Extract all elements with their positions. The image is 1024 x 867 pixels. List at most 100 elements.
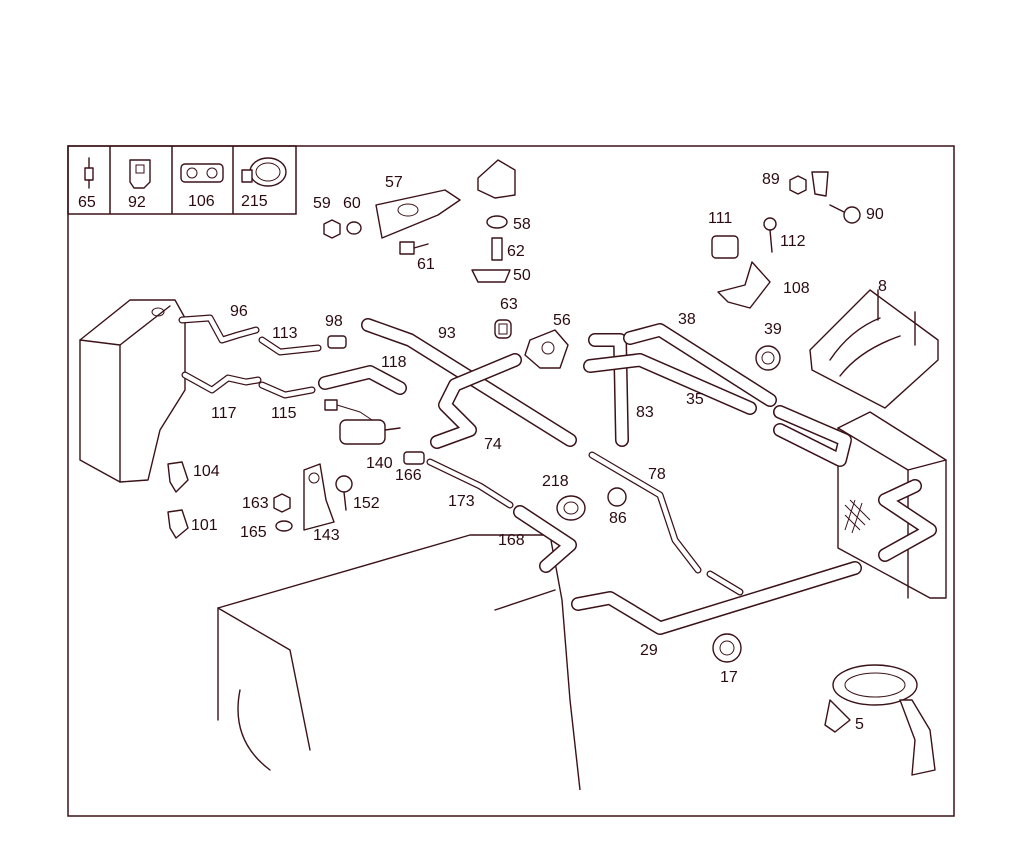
tube-96	[178, 314, 260, 344]
label-89: 89	[762, 171, 780, 188]
tube-78	[588, 451, 744, 596]
hose-168	[513, 505, 577, 573]
label-57: 57	[385, 174, 403, 191]
legend-box	[67, 145, 297, 215]
label-218: 218	[542, 473, 569, 490]
label-60: 60	[343, 195, 361, 212]
label-140: 140	[366, 455, 393, 472]
label-63: 63	[500, 296, 518, 313]
label-166: 166	[395, 467, 422, 484]
legend-part-92-icon	[129, 159, 151, 189]
label-168: 168	[498, 532, 525, 549]
label-56: 56	[553, 312, 571, 329]
fan-cowl	[809, 289, 939, 409]
legend-label-92: 92	[128, 194, 146, 211]
hose-83	[588, 333, 629, 447]
label-173: 173	[448, 493, 475, 510]
label-152: 152	[353, 495, 380, 512]
part-108-bracket	[717, 261, 771, 309]
part-61-bolt	[399, 241, 429, 255]
label-86: 86	[609, 510, 627, 527]
tube-173	[426, 458, 514, 509]
label-29: 29	[640, 642, 658, 659]
part-166-sleeve	[403, 451, 425, 465]
diagram-frame	[67, 145, 955, 817]
part-140-motor	[324, 399, 401, 445]
hose-93	[361, 318, 577, 447]
label-165: 165	[240, 524, 267, 541]
label-117: 117	[211, 405, 237, 422]
hose-118	[318, 365, 407, 395]
label-98: 98	[325, 313, 343, 330]
label-83: 83	[636, 404, 654, 421]
hose-29	[571, 561, 862, 635]
label-104: 104	[193, 463, 220, 480]
label-78: 78	[648, 466, 666, 483]
label-113: 113	[272, 325, 298, 342]
part-89-bracket	[811, 171, 829, 197]
part-143-bracket	[303, 463, 335, 531]
part-5-duct	[824, 664, 936, 776]
legend-label-106: 106	[188, 193, 215, 210]
part-86-grommet	[607, 487, 627, 507]
hose-74	[430, 353, 522, 449]
legend-part-65-icon	[84, 157, 94, 189]
part-labels: 5 8 17 29 35 38 39 50 56 57 58 59 60 61 …	[191, 171, 887, 733]
label-163: 163	[242, 495, 269, 512]
legend-label-65: 65	[78, 194, 96, 211]
part-17-grommet	[712, 633, 742, 663]
part-218-grommet	[556, 495, 586, 521]
part-50-clip	[471, 269, 511, 283]
part-39-grommet	[755, 345, 781, 371]
part-58-ring	[486, 215, 508, 229]
part-62-pin	[491, 237, 503, 261]
part-63-grommet	[494, 319, 512, 339]
label-35: 35	[686, 391, 704, 408]
label-115: 115	[271, 405, 297, 422]
part-59-nut	[323, 219, 341, 239]
label-108: 108	[783, 280, 810, 297]
part-163-nut	[273, 493, 291, 513]
label-39: 39	[764, 321, 782, 338]
label-5: 5	[855, 716, 864, 733]
part-152-bolt	[335, 475, 353, 511]
label-74: 74	[484, 436, 502, 453]
part-98-connector	[327, 335, 347, 349]
label-96: 96	[230, 303, 248, 320]
legend-part-106-icon	[180, 163, 224, 183]
label-61: 61	[417, 256, 435, 273]
legend-label-215: 215	[241, 193, 268, 210]
part-165-washer	[275, 520, 293, 532]
label-59: 59	[313, 195, 331, 212]
label-111: 111	[708, 210, 732, 227]
label-62: 62	[507, 243, 525, 260]
part-57-bracket	[375, 189, 461, 239]
label-93: 93	[438, 325, 456, 342]
label-50: 50	[513, 267, 531, 284]
left-housing	[79, 299, 186, 483]
label-90: 90	[866, 206, 884, 223]
part-valve-top	[477, 159, 516, 199]
legend-part-215-icon	[241, 157, 287, 187]
part-112-screw	[763, 217, 777, 253]
engine-block	[217, 534, 581, 791]
tube-113	[258, 336, 322, 356]
label-8: 8	[878, 278, 887, 295]
label-112: 112	[780, 233, 806, 250]
hose-38	[623, 323, 777, 407]
label-17: 17	[720, 669, 738, 686]
label-58: 58	[513, 216, 531, 233]
part-111-clip	[711, 235, 739, 259]
part-56-valve	[524, 329, 569, 369]
hose-35	[583, 353, 757, 415]
tube-115	[258, 381, 316, 399]
label-118: 118	[381, 354, 407, 371]
part-60-washer	[346, 221, 362, 235]
part-90-bolt	[829, 204, 861, 224]
part-89-nut	[789, 175, 807, 195]
part-101-clip	[167, 509, 189, 539]
label-101: 101	[191, 517, 218, 534]
tube-117	[181, 371, 262, 394]
